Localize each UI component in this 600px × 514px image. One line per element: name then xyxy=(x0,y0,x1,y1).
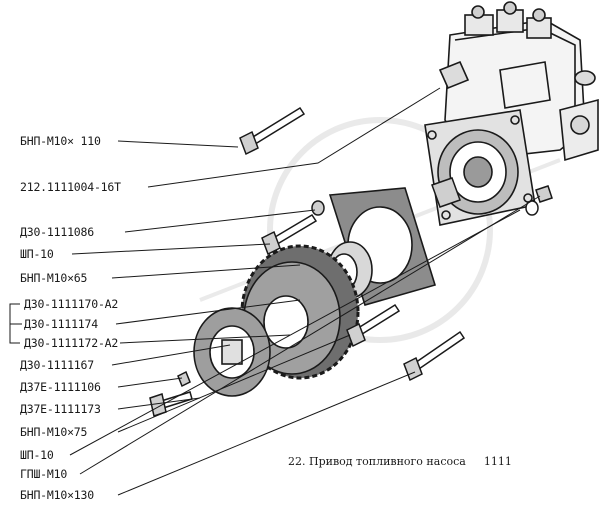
label-gpsh-m10: ГПШ-М10 xyxy=(20,467,68,481)
label-d30-1111174: Д30-1111174 xyxy=(24,317,98,331)
label-bnp-m10-130: БНП-М10×130 xyxy=(20,488,94,502)
label-shp-10-bottom: ШП-10 xyxy=(20,448,54,462)
shaft-nut xyxy=(431,177,461,208)
caption-number: 1111 xyxy=(483,455,512,468)
coupling-disc xyxy=(193,307,271,397)
label-bnp-m10-75: БНП-М10×75 xyxy=(20,425,88,439)
figure-caption: 22. Привод топливного насоса 1111 xyxy=(288,455,512,468)
label-d30-1111086: Д30-1111086 xyxy=(20,225,94,239)
label-d30-1111172-a2: Д30-1111172-А2 xyxy=(24,336,119,350)
bolts xyxy=(149,106,466,417)
label-bnp-m10-110: БНП-М10× 110 xyxy=(20,134,101,148)
label-bnp-m10-65: БНП-М10×65 xyxy=(20,271,88,285)
label-d30-1111167: Д30-1111167 xyxy=(20,358,94,372)
label-d37e-1111106: Д37Е-1111106 xyxy=(20,380,101,394)
leader-lines xyxy=(9,87,541,496)
fuel-pump xyxy=(438,1,599,162)
label-shp-10-top: ШП-10 xyxy=(20,247,54,261)
label-d30-1111170-a2: Д30-1111170-А2 xyxy=(24,297,119,311)
label-d37e-1111173: Д37Е-1111173 xyxy=(20,402,101,416)
caption-title: 22. Привод топливного насоса xyxy=(288,455,466,468)
pump-flange xyxy=(424,109,536,226)
small-parts xyxy=(177,185,553,388)
label-212-1111004-16t: 212.1111004-16Т xyxy=(20,180,121,194)
